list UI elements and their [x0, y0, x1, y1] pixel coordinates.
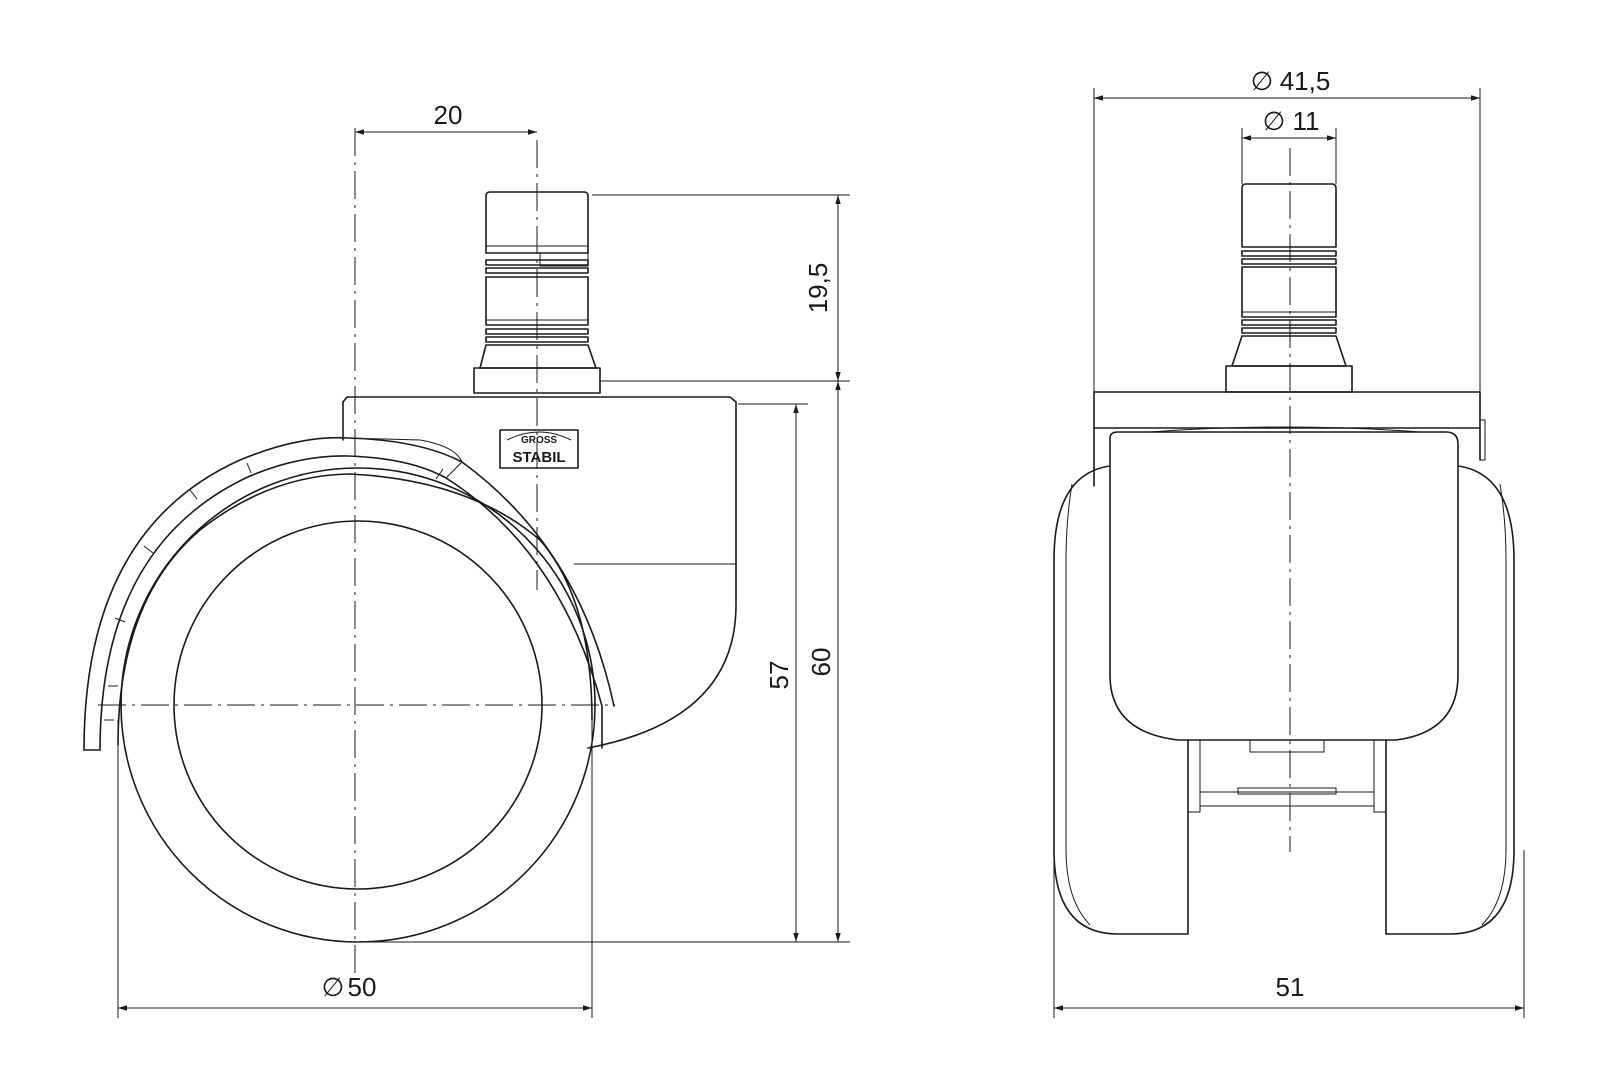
logo-bottom-text: STABIL	[512, 449, 565, 466]
front-dimensions: ∅ 41,5 ∅ 11 51	[1053, 66, 1525, 1018]
dim-stem-diameter-symbol: ∅	[1263, 106, 1286, 136]
dim-wheel-to-mount-label: 57	[764, 661, 794, 690]
front-right-wheel	[1373, 465, 1515, 935]
dim-total-width-label: 51	[1276, 972, 1305, 1002]
dim-total-height-label: 60	[806, 648, 836, 677]
front-stem	[1225, 183, 1353, 393]
logo-top-text: GROSS	[521, 435, 557, 446]
dim-stem-diameter-label: 11	[1293, 106, 1320, 136]
dim-offset-label: 20	[434, 100, 463, 130]
side-dimensions: 20 19,5 57 60 ∅ 50	[117, 100, 850, 1018]
dim-wheel-diameter-label: 50	[348, 972, 377, 1002]
side-wheel-guard	[83, 436, 615, 751]
side-housing	[342, 396, 737, 749]
dim-wheel-diameter-symbol: ∅	[322, 972, 345, 1002]
gross-stabil-logo: GROSS STABIL	[499, 429, 579, 469]
front-left-wheel	[1053, 465, 1201, 935]
front-housing	[1093, 391, 1486, 741]
front-axle	[1199, 739, 1375, 807]
side-view: GROSS STABIL	[83, 128, 737, 980]
dim-housing-diameter-label: 41,5	[1280, 66, 1331, 96]
dim-housing-diameter-symbol: ∅	[1251, 66, 1274, 96]
dim-stem-height-label: 19,5	[803, 263, 833, 314]
front-view	[1053, 148, 1515, 935]
